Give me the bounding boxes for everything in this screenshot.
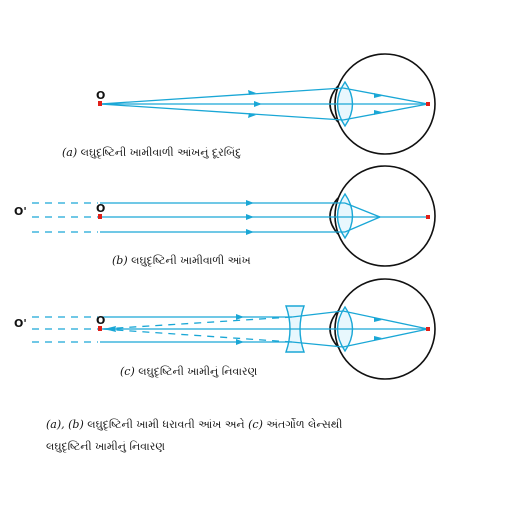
panel-b-caption-tag: (b) [112, 254, 128, 267]
panel-b-retina-point [426, 215, 430, 219]
panel-a-caption: (a) લઘુદૃષ્ટિની ખામીવાળી આંખનું દૂરબિંદુ [62, 146, 241, 160]
panel-b-arrow-2 [246, 214, 254, 220]
figure-caption-text-2: અંતર્ગોળ લેન્સથી [266, 418, 343, 431]
panel-a-object-label: O [96, 89, 105, 102]
panel-a-arrow-2 [254, 101, 262, 107]
figure-caption-tags: (a), (b) [46, 418, 84, 431]
panel-c-object-label: O [96, 314, 105, 327]
panel-b-arrow-3 [246, 229, 254, 235]
panel-b-far-label: O' [14, 205, 27, 218]
panel-c-figure: O O' [14, 278, 436, 380]
panel-a-object-point [98, 101, 102, 106]
panel-a-ray-bottom [99, 103, 344, 121]
panel-c-virtual-top [101, 316, 293, 330]
panel-c-virtual-bottom [101, 328, 293, 343]
panel-b-eyeball [334, 165, 436, 267]
panel-b-caption-text: લઘુદૃષ્ટિની ખામીવાળી આંખ [131, 254, 251, 267]
figure-caption-text-3: લઘુદૃષ્ટિની ખામીનું નિવારણ [46, 440, 165, 453]
panel-c-caption-tag: (c) [120, 365, 135, 378]
panel-c-ray-bottom-refracted [342, 328, 429, 348]
panel-b-ray-top-refracted [344, 202, 381, 218]
panel-a-figure: O [96, 53, 436, 155]
panel-b-object-label: O [96, 202, 105, 215]
panel-a-retina-point [426, 102, 430, 106]
panel-a-caption-text: લઘુદૃષ્ટિની ખામીવાળી આંખનું દૂરબિંદુ [80, 146, 242, 159]
panel-c-arrow-3 [374, 317, 382, 322]
panel-c-caption: (c) લઘુદૃષ્ટિની ખામીનું નિવારણ [120, 365, 257, 379]
panel-b-cornea [329, 197, 339, 235]
panel-a-caption-tag: (a) [62, 146, 78, 159]
panel-c-ray-top-refracted [342, 310, 429, 330]
panel-c-arrow-4 [374, 336, 382, 341]
panel-a-ray-top-refracted [342, 87, 429, 105]
panel-c-object-point [98, 326, 102, 331]
panel-c-retina-point [426, 327, 430, 331]
panel-b-figure: O O' [14, 165, 436, 267]
panel-c-ray-bottom-diverged [291, 341, 344, 348]
panel-a-ray-bottom-refracted [342, 103, 429, 121]
panel-a-arrow-4 [374, 93, 382, 98]
panel-c-arrow-1 [236, 314, 244, 320]
figure-caption-line-2: લઘુદૃષ્ટિની ખામીનું નિવારણ [46, 440, 165, 454]
figure-caption-text-1: લઘુદૃષ્ટિની ખામી ધરાવતી આંખ અને [87, 418, 245, 431]
panel-b-object-point [98, 214, 102, 219]
panel-c-arrow-2 [236, 339, 244, 345]
panel-a-arrow-5 [374, 110, 382, 115]
panel-a-arrow-3 [248, 113, 256, 118]
panel-b-arrow-1 [246, 200, 254, 206]
figure-caption-line-1: (a), (b) લઘુદૃષ્ટિની ખામી ધરાવતી આંખ અને… [46, 418, 342, 432]
figure-caption-tag-2: (c) [248, 418, 263, 431]
panel-a-ray-top [99, 87, 344, 105]
panel-c-far-label: O' [14, 317, 27, 330]
panel-c-arrow-back-2 [108, 328, 116, 332]
panel-b-ray-bottom-refracted [344, 216, 381, 233]
panel-c-ray-top-diverged [291, 310, 344, 318]
panel-c-caption-text: લઘુદૃષ્ટિની ખામીનું નિવારણ [138, 365, 258, 378]
panel-a-arrow-1 [248, 90, 256, 95]
panel-b-caption: (b) લઘુદૃષ્ટિની ખામીવાળી આંખ [112, 254, 251, 268]
